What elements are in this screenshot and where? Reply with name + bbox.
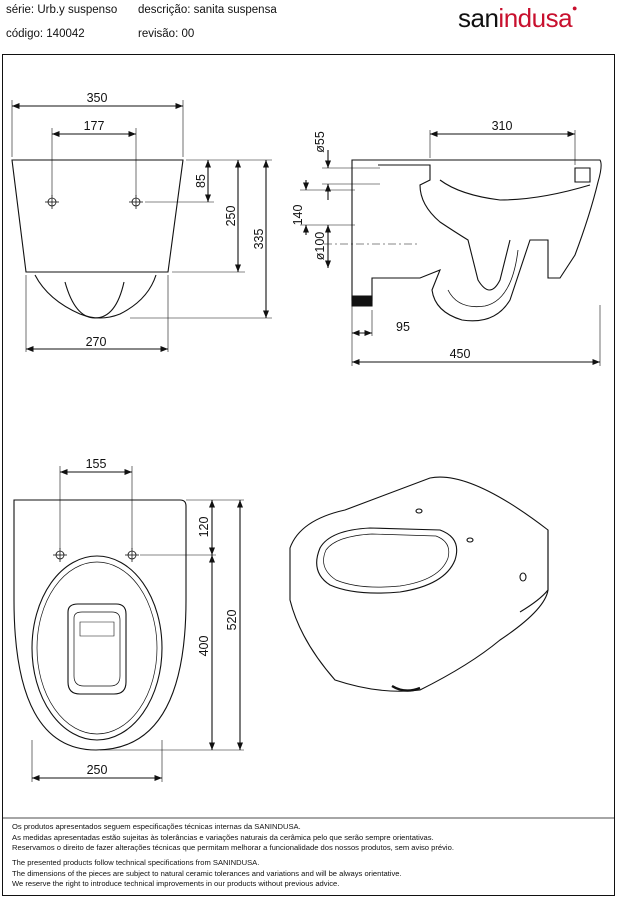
top-view bbox=[13, 466, 244, 782]
dim-side-310: 310 bbox=[492, 119, 513, 133]
dim-side-d55: ø55 bbox=[313, 131, 327, 153]
front-view bbox=[11, 100, 272, 353]
dim-side-450: 450 bbox=[450, 347, 471, 361]
brand-logo: sanindusa● bbox=[458, 3, 577, 33]
dim-front-350: 350 bbox=[87, 91, 108, 105]
note-en-1: The presented products follow technical … bbox=[12, 858, 260, 867]
note-pt-3: Reservamos o direito de fazer alterações… bbox=[12, 843, 454, 853]
note-en-2: The dimensions of the pieces are subject… bbox=[12, 868, 402, 878]
codigo-label: código: 140042 bbox=[6, 28, 85, 40]
dim-front-250: 250 bbox=[224, 206, 238, 227]
notes-en: The presented products follow technical … bbox=[12, 858, 402, 890]
dim-front-335: 335 bbox=[252, 229, 266, 250]
dim-top-155: 155 bbox=[86, 457, 107, 471]
dim-top-400: 400 bbox=[197, 636, 211, 657]
brand-part1: san bbox=[458, 3, 499, 33]
drawing-frame bbox=[2, 54, 615, 896]
notes-pt: Os produtos apresentados seguem especifi… bbox=[12, 822, 454, 854]
note-en-3: We reserve the right to introduce techni… bbox=[12, 879, 340, 889]
dim-front-270: 270 bbox=[86, 335, 107, 349]
brand-part2: indusa bbox=[498, 3, 573, 33]
dim-top-250: 250 bbox=[87, 763, 108, 777]
note-pt-1: Os produtos apresentados seguem especifi… bbox=[12, 822, 301, 831]
serie-label: série: Urb.y suspenso bbox=[6, 4, 118, 16]
dim-side-d100: ø100 bbox=[313, 232, 327, 261]
dim-side-140: 140 bbox=[291, 205, 305, 226]
dim-front-177: 177 bbox=[84, 119, 105, 133]
dim-front-85: 85 bbox=[194, 174, 208, 188]
isometric-view bbox=[289, 476, 549, 692]
side-view bbox=[300, 130, 602, 366]
dim-top-520: 520 bbox=[225, 610, 239, 631]
dim-side-95: 95 bbox=[396, 320, 410, 334]
note-pt-2: As medidas apresentadas estão sujeitas à… bbox=[12, 832, 434, 842]
descricao-label: descrição: sanita suspensa bbox=[138, 4, 277, 16]
dim-top-120: 120 bbox=[197, 517, 211, 538]
revisao-label: revisão: 00 bbox=[138, 28, 195, 40]
